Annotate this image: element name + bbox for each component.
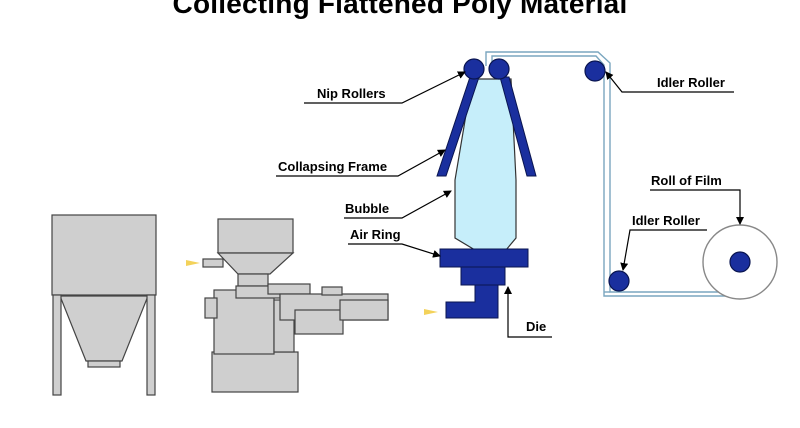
label-roll-of-film: Roll of Film bbox=[651, 173, 722, 188]
label-idler-roller-top: Idler Roller bbox=[657, 75, 725, 90]
label-collapsing-frame: Collapsing Frame bbox=[278, 159, 387, 174]
air-ring bbox=[439, 248, 529, 268]
nip-roller-left bbox=[463, 58, 485, 80]
label-air-ring: Air Ring bbox=[350, 227, 401, 242]
label-idler-roller-lower: Idler Roller bbox=[632, 213, 700, 228]
extruder-machine bbox=[202, 218, 389, 393]
label-bubble: Bubble bbox=[345, 201, 389, 216]
idler-roller-lower bbox=[608, 270, 630, 292]
label-nip-rollers: Nip Rollers bbox=[317, 86, 386, 101]
feed-arrow-icon bbox=[186, 260, 200, 266]
film-path bbox=[485, 51, 749, 297]
label-die: Die bbox=[526, 319, 546, 334]
hopper-silo bbox=[51, 214, 157, 396]
die bbox=[445, 266, 506, 319]
diagram-title: Collecting Flattened Poly Material bbox=[172, 0, 628, 19]
nip-roller-right bbox=[488, 58, 510, 80]
feed-arrow-icon bbox=[424, 309, 438, 315]
idler-roller-top bbox=[584, 60, 606, 82]
collapsing-frame-right bbox=[499, 76, 537, 177]
leader-lines bbox=[276, 71, 744, 338]
roll-of-film bbox=[702, 224, 778, 300]
